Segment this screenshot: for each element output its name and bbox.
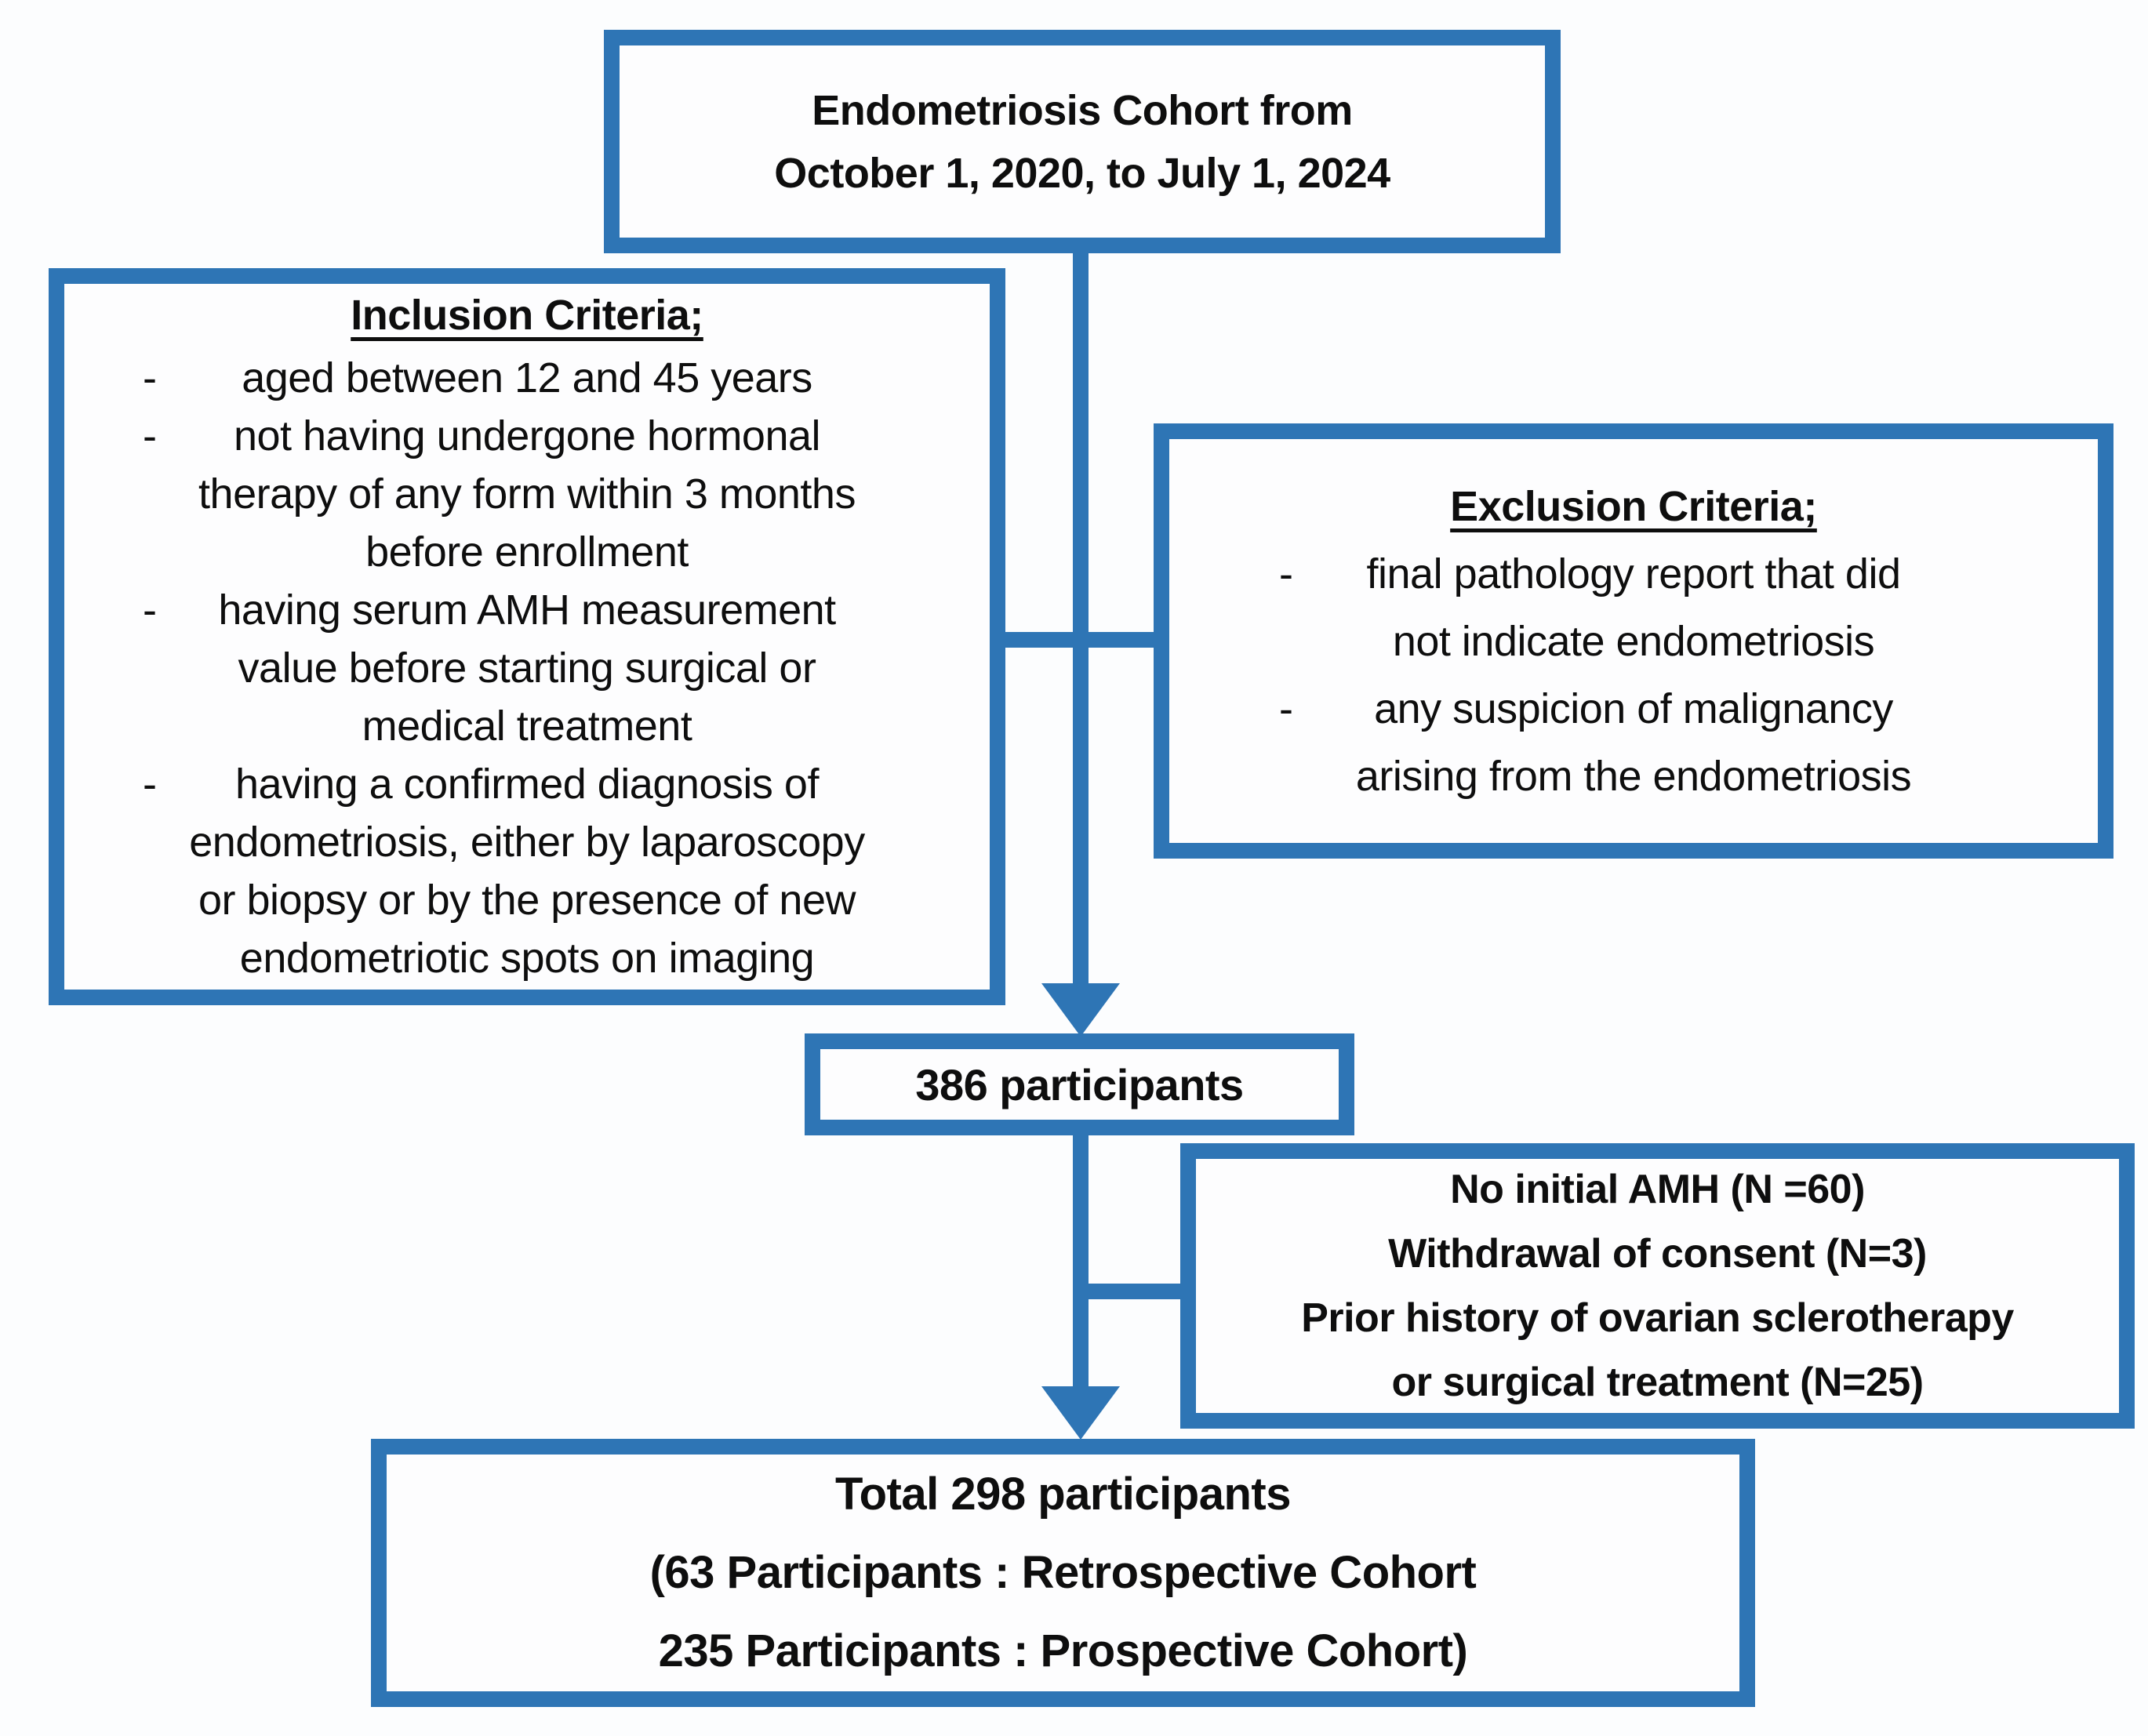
inclusion-item-line: having serum AMH measurement (218, 587, 836, 634)
exclusion-item: - any suspicion of malignancy arising fr… (1169, 675, 2098, 810)
bullet-dash: - (143, 587, 157, 634)
participants-386-box: 386 participants (805, 1033, 1354, 1135)
cohort-line: Endometriosis Cohort from (812, 86, 1353, 134)
inclusion-item-line: endometriotic spots on imaging (239, 935, 815, 982)
inclusion-item: - aged between 12 and 45 years (64, 349, 990, 407)
bullet-dash: - (1279, 685, 1293, 732)
total-line: Total 298 participants (835, 1469, 1291, 1520)
inclusion-item-line: endometriosis, either by laparoscopy (189, 819, 865, 866)
removed-line: Withdrawal of consent (N=3) (1388, 1231, 1927, 1277)
exclusion-criteria-title: Exclusion Criteria; (1450, 482, 1817, 530)
inclusion-item-line: or biopsy or by the presence of new (198, 877, 856, 924)
arrow-down-icon (1041, 983, 1120, 1037)
bullet-dash: - (143, 412, 157, 459)
exclusion-item-line: arising from the endometriosis (1355, 752, 1912, 800)
inclusion-item-line: having a confirmed diagnosis of (235, 761, 819, 808)
total-line: 235 Participants : Prospective Cohort) (658, 1625, 1468, 1676)
removed-line: Prior history of ovarian sclerotherapy (1301, 1295, 2014, 1341)
inclusion-item-line: aged between 12 and 45 years (242, 354, 812, 401)
exclusion-item-line: not indicate endometriosis (1392, 617, 1875, 665)
connector-top-to-386-line (1073, 243, 1089, 988)
inclusion-item-line: not having undergone hormonal (233, 412, 821, 459)
removed-participants-box: No initial AMH (N =60) Withdrawal of con… (1180, 1143, 2135, 1429)
bullet-dash: - (143, 761, 157, 808)
total-line: (63 Participants : Retrospective Cohort (649, 1547, 1477, 1598)
inclusion-item-line: medical treatment (362, 703, 692, 750)
participants-386-label: 386 participants (915, 1059, 1244, 1110)
exclusion-item-line: any suspicion of malignancy (1374, 685, 1893, 732)
cohort-line: October 1, 2020, to July 1, 2024 (774, 149, 1390, 197)
exclusion-item-line: final pathology report that did (1366, 550, 1901, 597)
connector-inclusion-exclusion-line (990, 632, 1169, 648)
connector-removed-branch-line (1081, 1284, 1196, 1299)
inclusion-item: - having a confirmed diagnosis of endome… (64, 755, 990, 987)
bullet-dash: - (143, 354, 157, 401)
total-participants-box: Total 298 participants (63 Participants … (371, 1439, 1755, 1707)
exclusion-criteria-box: Exclusion Criteria; - final pathology re… (1154, 423, 2113, 859)
inclusion-item-line: value before starting surgical or (238, 645, 816, 692)
bullet-dash: - (1279, 550, 1293, 597)
connector-386-to-total-line (1073, 1129, 1089, 1388)
inclusion-criteria-title: Inclusion Criteria; (351, 292, 703, 339)
cohort-box: Endometriosis Cohort from October 1, 202… (604, 30, 1561, 253)
inclusion-item: - not having undergone hormonal therapy … (64, 407, 990, 581)
removed-line: or surgical treatment (N=25) (1391, 1360, 1924, 1405)
inclusion-item-line: therapy of any form within 3 months (198, 470, 856, 518)
inclusion-item: - having serum AMH measurement value bef… (64, 581, 990, 755)
arrow-down-icon (1041, 1386, 1120, 1440)
inclusion-criteria-box: Inclusion Criteria; - aged between 12 an… (49, 268, 1005, 1005)
removed-line: No initial AMH (N =60) (1450, 1167, 1865, 1212)
inclusion-item-line: before enrollment (365, 528, 689, 576)
exclusion-item: - final pathology report that did not in… (1169, 540, 2098, 675)
